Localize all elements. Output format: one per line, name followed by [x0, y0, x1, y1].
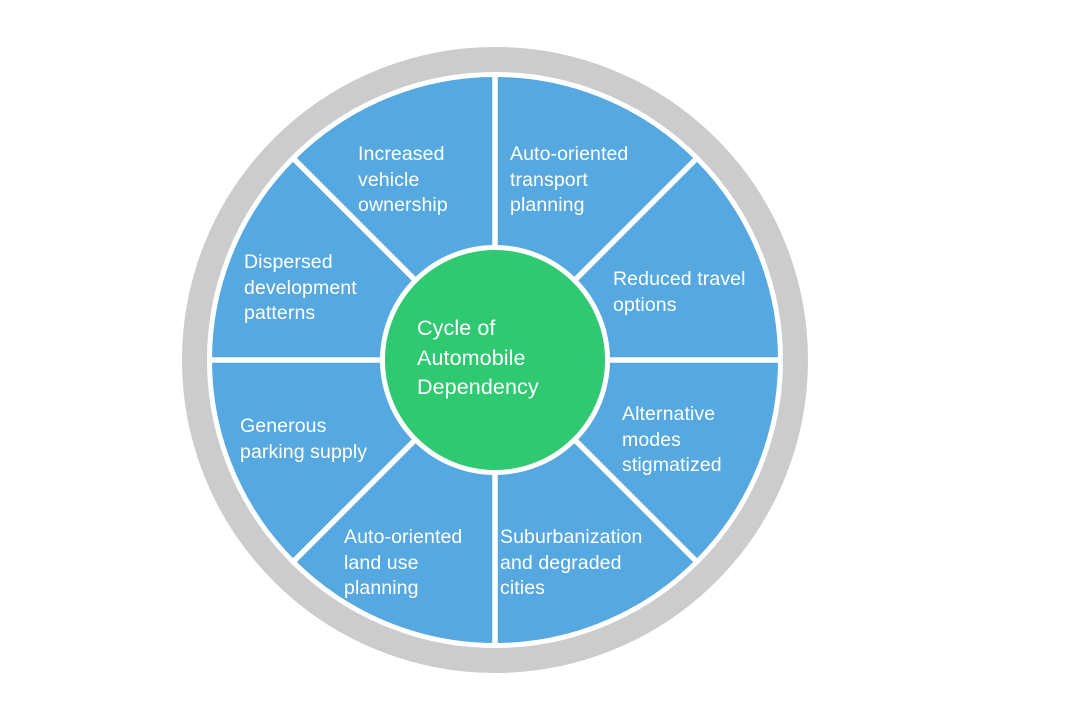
center-hub: [385, 250, 605, 470]
outer-ring-band: [182, 47, 808, 673]
inner-rim-stroke: [207, 72, 783, 648]
center-hub-ring: [380, 245, 610, 475]
